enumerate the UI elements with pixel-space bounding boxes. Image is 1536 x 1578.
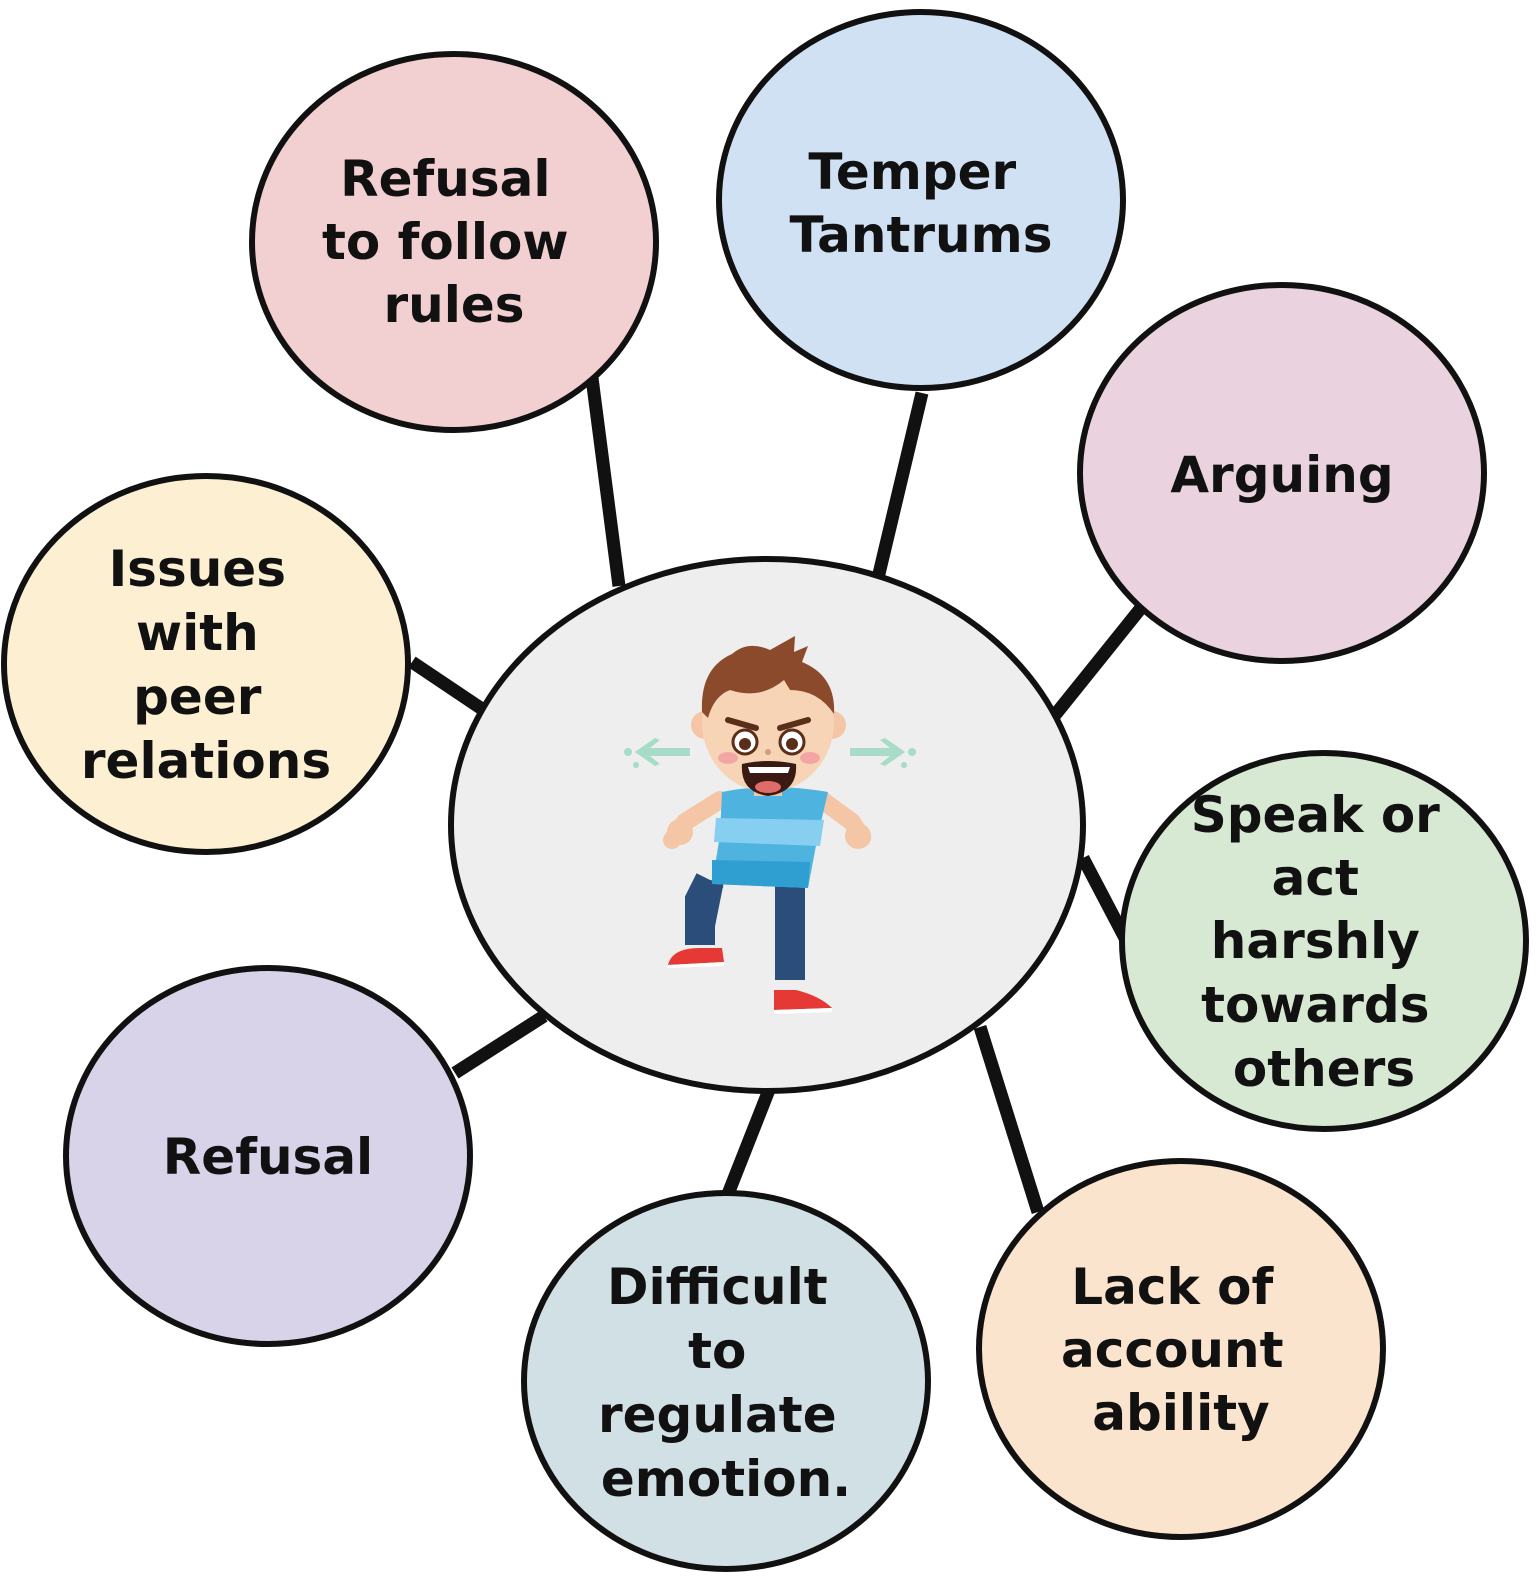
svg-text:Speak or act harsh: Speak or act harshly towards others (1191, 786, 1458, 1098)
node-label-line: ability (1092, 1384, 1269, 1442)
node-label-line: emotion. (601, 1450, 851, 1508)
connector-accountability (973, 1025, 1045, 1214)
node-issues-peer: Issues with peer relations (1, 473, 411, 855)
svg-text:Arguing: Arguing (1170, 446, 1393, 504)
connector-speak-act (1077, 854, 1132, 944)
connector-regulate (721, 1087, 776, 1197)
node-circle (63, 965, 473, 1347)
node-label-line: harshly (1211, 912, 1420, 970)
node-label-line: rules (383, 276, 524, 334)
connector-arguing (1049, 603, 1147, 720)
node-circle (249, 51, 659, 433)
steam-right-icon (850, 738, 916, 768)
node-temper-tantrums: Temper Tantrums (716, 9, 1126, 391)
node-label-line: Arguing (1170, 446, 1393, 504)
node-label-line: Temper (808, 143, 1016, 201)
node-circle (1119, 750, 1529, 1132)
node-circle (1, 473, 411, 855)
node-label-line: relations (81, 732, 331, 790)
connector-issues-peer (408, 656, 492, 719)
node-accountability: Lack of account ability (976, 1158, 1386, 1540)
svg-text:Refusal to follow: Refusal to follow rules (322, 150, 586, 334)
node-label-line: towards (1201, 976, 1429, 1034)
node-label-line: Issues (109, 540, 286, 598)
node-circle (521, 1190, 931, 1572)
node-label-line: Refusal (340, 150, 550, 208)
connector-temper-tantrums (871, 391, 929, 580)
node-label-line: Speak or (1191, 786, 1440, 844)
node-circle (976, 1158, 1386, 1540)
node-label-line: Tantrums (789, 206, 1052, 264)
node-arguing: Arguing (1077, 282, 1487, 664)
node-speak-act: Speak or act harshly towards others (1119, 750, 1529, 1132)
svg-text:Difficult to regul: Difficult to regulate emotion. (598, 1258, 854, 1508)
angry-child-illustration (624, 636, 916, 1014)
svg-text:Temper Tantrums: Temper Tantrums (789, 143, 1052, 264)
svg-text:Issues with peer: Issues with peer relations (81, 540, 331, 790)
node-label-line: Difficult (607, 1258, 828, 1316)
connector-lines (408, 377, 1147, 1214)
connector-refusal (451, 1010, 548, 1079)
node-label-line: with (136, 604, 259, 662)
node-refusal-rules: Refusal to follow rules (249, 51, 659, 433)
node-label-line: regulate (598, 1386, 837, 1444)
node-refusal: Refusal (63, 965, 473, 1347)
node-label-line: Lack of (1071, 1258, 1274, 1316)
node-label-line: to follow (322, 213, 569, 271)
node-circle (1077, 282, 1487, 664)
svg-text:Lack of account ab: Lack of account ability (1061, 1258, 1301, 1442)
node-label-line: others (1233, 1040, 1415, 1098)
node-label-line: peer (133, 668, 262, 726)
connector-refusal-rules (585, 377, 626, 587)
node-label-line: act (1272, 849, 1359, 907)
node-label-line: Refusal (163, 1128, 373, 1186)
node-regulate: Difficult to regulate emotion. (521, 1190, 931, 1572)
steam-left-icon (624, 738, 690, 768)
node-circle (716, 9, 1126, 391)
svg-text:Refusal: Refusal (163, 1128, 373, 1186)
node-label-line: account (1061, 1321, 1283, 1379)
node-label-line: to (688, 1322, 746, 1380)
